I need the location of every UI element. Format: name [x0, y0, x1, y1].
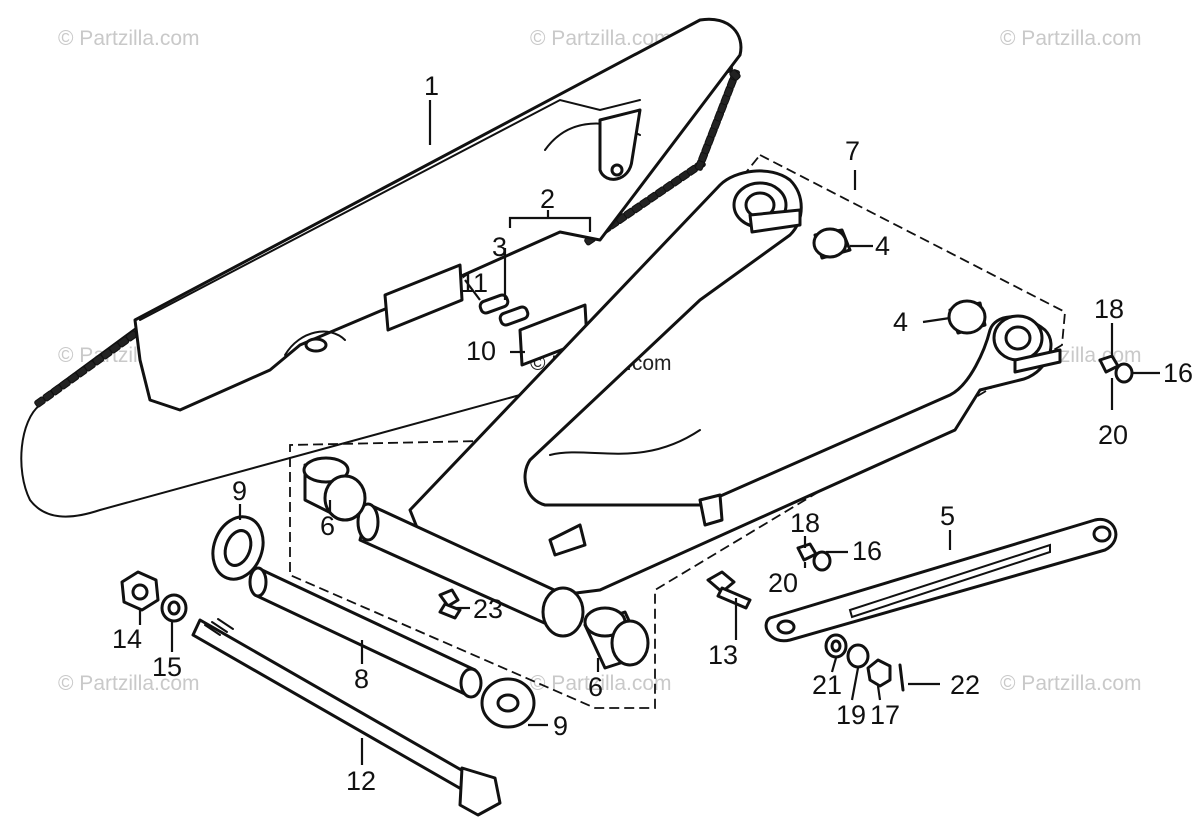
dust-seals	[211, 515, 536, 729]
leader-lines	[138, 100, 1160, 765]
watermark: © Partzilla.com	[530, 27, 672, 50]
callout-5: 5	[940, 501, 955, 531]
adjuster-bolt	[706, 570, 752, 610]
callout-8: 8	[354, 664, 369, 694]
link-fasteners	[824, 633, 905, 692]
callout-20-lower: 20	[768, 568, 798, 598]
nut-washer	[120, 570, 188, 623]
watermark: © Partzilla.com	[530, 672, 672, 695]
callout-12: 12	[346, 766, 376, 796]
pivot-collar	[248, 566, 483, 699]
callout-22: 22	[950, 670, 980, 700]
callout-16-upper: 16	[1163, 358, 1193, 388]
callout-15: 15	[152, 652, 182, 682]
callout-11: 11	[460, 268, 488, 298]
callout-13: 13	[708, 640, 738, 670]
pivot-tube	[302, 456, 650, 670]
callout-18-lower: 18	[790, 508, 820, 538]
callout-1: 1	[424, 71, 439, 101]
callout-16-lower: 16	[852, 536, 882, 566]
chain-link	[34, 396, 46, 408]
callout-labels: 1 2 3 4 4 5 6 6 7 8 9 9 10 11 12 13 14 1…	[112, 71, 1193, 796]
rubber-bushings	[812, 227, 987, 335]
chain-link	[729, 69, 741, 81]
watermark: © Partzilla.com	[1000, 27, 1142, 50]
callout-18-upper: 18	[1094, 294, 1124, 324]
callout-10: 10	[466, 336, 496, 366]
callout-4-upper: 4	[875, 231, 890, 261]
callout-2: 2	[540, 184, 555, 214]
chain-case	[133, 17, 743, 412]
watermarks: © Partzilla.com © Partzilla.com © Partzi…	[58, 27, 1142, 695]
watermark: © Partzilla.com	[58, 672, 200, 695]
callout-17: 17	[870, 700, 900, 730]
chain-joint-parts	[478, 293, 530, 354]
callout-14: 14	[112, 624, 142, 654]
callout-6-left: 6	[320, 511, 335, 541]
callout-4-lower: 4	[893, 307, 908, 337]
callout-20-upper: 20	[1098, 420, 1128, 450]
callout-7: 7	[845, 136, 860, 166]
callout-6-right: 6	[588, 672, 603, 702]
torque-link-bolt-lower	[796, 542, 832, 572]
callout-9-lower: 9	[553, 711, 568, 741]
callout-19: 19	[836, 700, 866, 730]
torque-link	[764, 517, 1118, 643]
callout-3: 3	[492, 232, 507, 262]
swingarm-group-outline	[289, 153, 1066, 709]
pivot-bolt	[191, 618, 502, 817]
callout-23: 23	[473, 594, 503, 624]
callout-9-upper: 9	[232, 476, 247, 506]
watermark: © Partzilla.com	[1000, 672, 1142, 695]
callout-21: 21	[812, 670, 842, 700]
grease-fitting	[438, 588, 462, 620]
watermark: © Partzilla.com	[58, 27, 200, 50]
